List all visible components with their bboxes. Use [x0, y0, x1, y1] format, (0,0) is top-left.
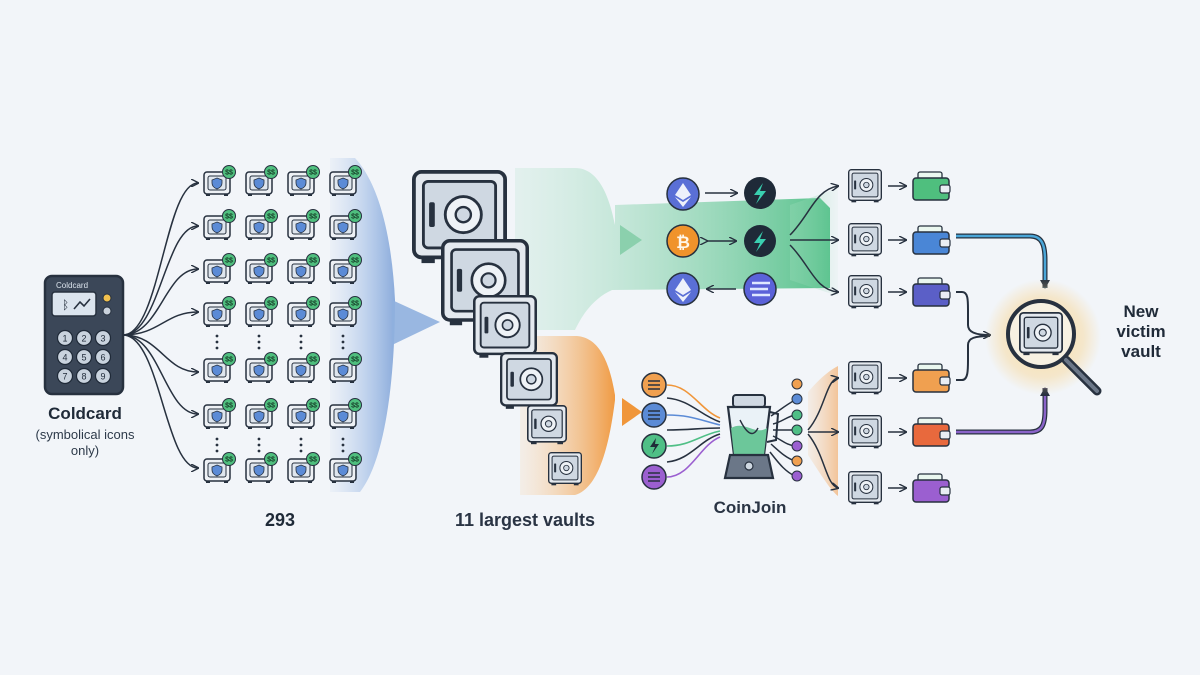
- keypad-key: 5: [75, 348, 93, 366]
- wallet-tile: [203, 397, 237, 430]
- orange-flow-arrow: [622, 398, 642, 426]
- wallet-tile: [203, 252, 237, 285]
- wallet-tile: [245, 295, 279, 328]
- wallet-icon: [912, 171, 951, 201]
- led-grey-icon: [102, 306, 112, 316]
- wallet-tile: [245, 451, 279, 484]
- ellipsis-dots: [341, 334, 345, 350]
- ellipsis-dots: [341, 437, 345, 453]
- vault-icon: [847, 470, 883, 506]
- ellipsis-dots: [215, 334, 219, 350]
- green-out-band: [790, 188, 838, 296]
- mixer-inputs: [641, 372, 721, 490]
- led-yellow-icon: [102, 293, 112, 303]
- keypad-key: 6: [94, 348, 112, 366]
- wallet-tile: [203, 164, 237, 197]
- keypad-digit: 1: [62, 334, 67, 344]
- coldcard-label: Coldcard: [48, 404, 122, 423]
- keypad-key: 1: [56, 329, 74, 347]
- keypad-key: 4: [56, 348, 74, 366]
- keypad-digit: 8: [81, 372, 86, 382]
- wallet-count-label: 293: [264, 510, 296, 530]
- ellipsis-dots: [215, 437, 219, 453]
- wallet-tile: [287, 252, 321, 285]
- wallet-tile: [203, 208, 237, 241]
- swap-row-2: ₿: [666, 224, 776, 258]
- keypad-digit: 4: [62, 353, 67, 363]
- convergence-lines: [956, 233, 1050, 435]
- wallet-tile: [287, 351, 321, 384]
- wallet-tile: [203, 295, 237, 328]
- keypad-key: 9: [94, 367, 112, 385]
- wallet-icon: [912, 473, 951, 503]
- swap-row-1: [666, 177, 776, 211]
- branch-arrows-bottom: [807, 378, 838, 488]
- wallet-icon: [912, 417, 951, 447]
- device-brand-text: Coldcard: [56, 281, 89, 290]
- blue-flow-arrow: [392, 300, 440, 345]
- wallet-icon: [912, 225, 951, 255]
- keypad-digit: 6: [100, 353, 105, 363]
- victim-vault: [985, 279, 1102, 396]
- ellipsis-dots: [257, 437, 261, 453]
- largest-vaults-label: 11 largest vaults: [454, 510, 596, 530]
- wallet-tile: [245, 164, 279, 197]
- vault-icon: [500, 352, 559, 410]
- ellipsis-dots: [257, 334, 261, 350]
- mixer-outputs: [769, 378, 803, 482]
- coinjoin-label: CoinJoin: [713, 498, 787, 517]
- destination-column: [847, 168, 951, 506]
- wallet-tile: [245, 252, 279, 285]
- wallet-tile: [287, 164, 321, 197]
- branch-arrows-top: [789, 186, 838, 292]
- wallet-tile: [287, 451, 321, 484]
- bitcoin-icon: [666, 224, 700, 258]
- device-keypad: 1 2 3 4 5 6 7 8 9: [56, 329, 112, 385]
- ellipsis-dots: [299, 334, 303, 350]
- vault-icon: [547, 451, 583, 487]
- svg-text:₿: ₿: [676, 233, 690, 252]
- vault-icon: [847, 414, 883, 450]
- vault-icon: [847, 168, 883, 204]
- green-flow-arrow: [620, 225, 642, 255]
- device-screen: [51, 291, 97, 317]
- wallet-tile: [245, 351, 279, 384]
- orange-out-band: [808, 366, 838, 496]
- blender-icon: [723, 394, 780, 480]
- swap-row-3: [666, 272, 777, 306]
- victim-vault-label: New victim vault: [1116, 302, 1166, 361]
- wallet-tile: [287, 295, 321, 328]
- wallet-icon: [912, 363, 951, 393]
- vault-icon: [472, 294, 538, 360]
- vault-icon: [847, 222, 883, 258]
- vault-icon: [847, 360, 883, 396]
- trend-icon: [73, 298, 91, 310]
- wallet-tile: [203, 351, 237, 384]
- keypad-key: 7: [56, 367, 74, 385]
- wallet-tile: [245, 397, 279, 430]
- keypad-key: 8: [75, 367, 93, 385]
- wallet-grid: [203, 164, 363, 484]
- coldcard-note: (symbolical icons only): [35, 427, 135, 458]
- vault-icon: [1019, 312, 1063, 356]
- wallet-icon: [912, 277, 951, 307]
- wallet-tile: [245, 208, 279, 241]
- wallet-tile: [287, 208, 321, 241]
- keypad-key: 2: [75, 329, 93, 347]
- vault-icon: [847, 274, 883, 310]
- keypad-digit: 9: [100, 372, 105, 382]
- keypad-key: 3: [94, 329, 112, 347]
- fan-out-arrows: [122, 183, 198, 468]
- bluetooth-icon: ᛒ: [62, 298, 69, 312]
- wallet-tile: [203, 451, 237, 484]
- vault-icon: [526, 404, 568, 446]
- keypad-digit: 5: [81, 353, 86, 363]
- ellipsis-dots: [299, 437, 303, 453]
- keypad-digit: 2: [81, 334, 86, 344]
- keypad-digit: 3: [100, 334, 105, 344]
- wallet-tile: [287, 397, 321, 430]
- keypad-digit: 7: [62, 372, 67, 382]
